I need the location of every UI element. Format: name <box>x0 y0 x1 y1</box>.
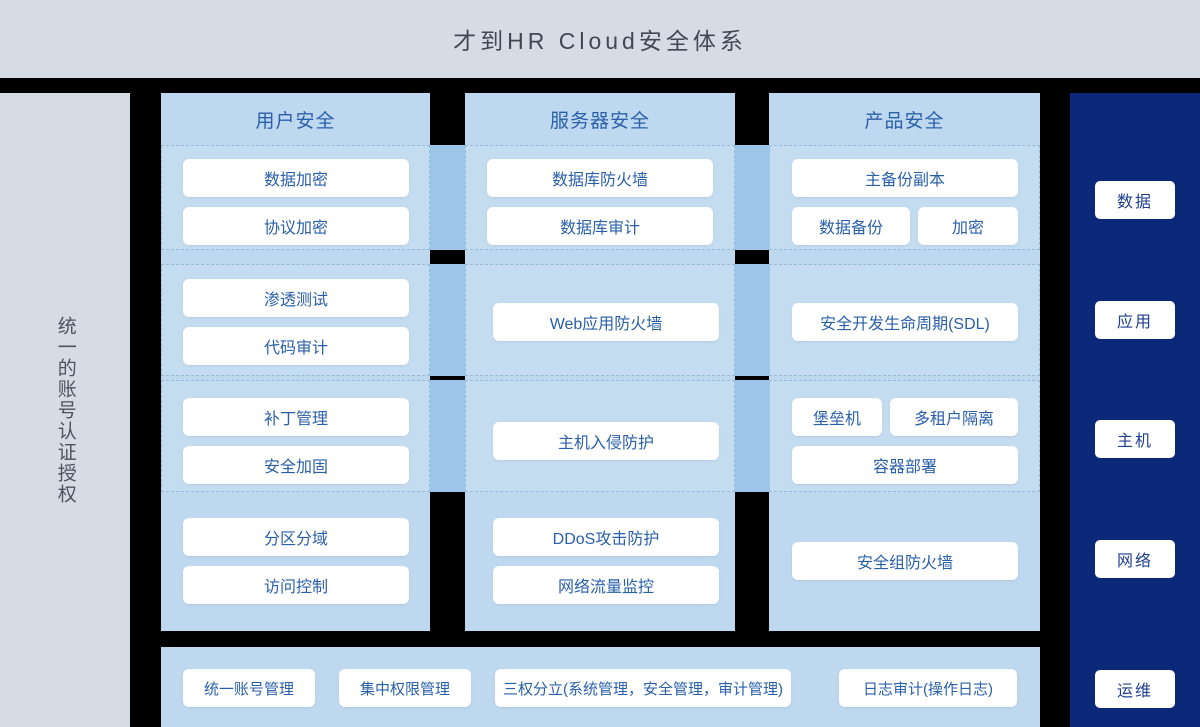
connector-b-app <box>735 264 770 376</box>
security-item-box[interactable]: 多租户隔离 <box>890 398 1018 436</box>
layer-chip-3[interactable]: 网络 <box>1095 540 1175 578</box>
security-item-box[interactable]: 协议加密 <box>183 207 409 245</box>
security-item-box[interactable]: 加密 <box>918 207 1018 245</box>
column-title: 产品安全 <box>864 110 945 132</box>
connector-a-data <box>430 145 465 250</box>
column-server-security: 服务器安全 数据库防火墙数据库审计 Web应用防火墙主机入侵防护 DDoS攻击防护网… <box>465 93 735 631</box>
connector-b-host <box>735 380 770 492</box>
security-item-box[interactable]: 渗透测试 <box>183 279 409 317</box>
security-item-box[interactable]: 数据库审计 <box>487 207 713 245</box>
security-item-box[interactable]: 堡垒机 <box>792 398 882 436</box>
security-item-box[interactable]: 主机入侵防护 <box>493 422 719 460</box>
security-item-box[interactable]: 数据库防火墙 <box>487 159 713 197</box>
security-item-box[interactable]: Web应用防火墙 <box>493 303 719 341</box>
security-item-box[interactable]: 安全加固 <box>183 446 409 484</box>
connector-a-host <box>430 380 465 492</box>
security-item-box[interactable]: 补丁管理 <box>183 398 409 436</box>
security-item-box[interactable]: DDoS攻击防护 <box>493 518 719 556</box>
security-item-box[interactable]: 安全开发生命周期(SDL) <box>792 303 1018 341</box>
security-item-box[interactable]: 代码审计 <box>183 327 409 365</box>
connector-a-app <box>430 264 465 376</box>
layer-chip-0[interactable]: 数据 <box>1095 181 1175 219</box>
security-item-box[interactable]: 网络流量监控 <box>493 566 719 604</box>
page-title: 才到HR Cloud安全体系 <box>453 28 747 54</box>
connector-b-data <box>735 145 770 250</box>
security-item-box[interactable]: 安全组防火墙 <box>792 542 1018 580</box>
column-product-security: 产品安全 主备份副本数据备份加密安全开发生命周期(SDL) 堡垒机多租户隔离容器部… <box>769 93 1040 631</box>
column-title: 服务器安全 <box>549 110 650 132</box>
security-item-box[interactable]: 数据备份 <box>792 207 910 245</box>
security-item-box[interactable]: 容器部署 <box>792 446 1018 484</box>
layer-chip-2[interactable]: 主机 <box>1095 420 1175 458</box>
layer-chip-4[interactable]: 运维 <box>1095 670 1175 708</box>
ops-item-box[interactable]: 集中权限管理 <box>339 669 471 707</box>
layer-chip-1[interactable]: 应用 <box>1095 301 1175 339</box>
security-item-box[interactable]: 数据加密 <box>183 159 409 197</box>
security-item-box[interactable]: 主备份副本 <box>792 159 1018 197</box>
left-sidebar-label: 统一的账号认证授权 <box>54 315 76 505</box>
header-bar: 才到HR Cloud安全体系 <box>0 0 1200 78</box>
column-user-security: 用户安全 数据加密协议加密渗透测试代码审计补丁管理安全加固分区分域访问控制 <box>161 93 430 631</box>
ops-item-box[interactable]: 日志审计(操作日志) <box>839 669 1017 707</box>
security-item-box[interactable]: 访问控制 <box>183 566 409 604</box>
right-sidebar-layers: 数据应用主机网络运维 <box>1070 93 1200 727</box>
left-sidebar-unified-auth: 统一的账号认证授权 <box>0 93 130 727</box>
ops-item-box[interactable]: 统一账号管理 <box>183 669 315 707</box>
bottom-bar-ops: 统一账号管理集中权限管理三权分立(系统管理，安全管理，审计管理) 日志审计(操作日… <box>161 647 1040 727</box>
security-item-box[interactable]: 分区分域 <box>183 518 409 556</box>
ops-item-box[interactable]: 三权分立(系统管理，安全管理，审计管理) <box>495 669 791 707</box>
column-title: 用户安全 <box>255 110 336 132</box>
